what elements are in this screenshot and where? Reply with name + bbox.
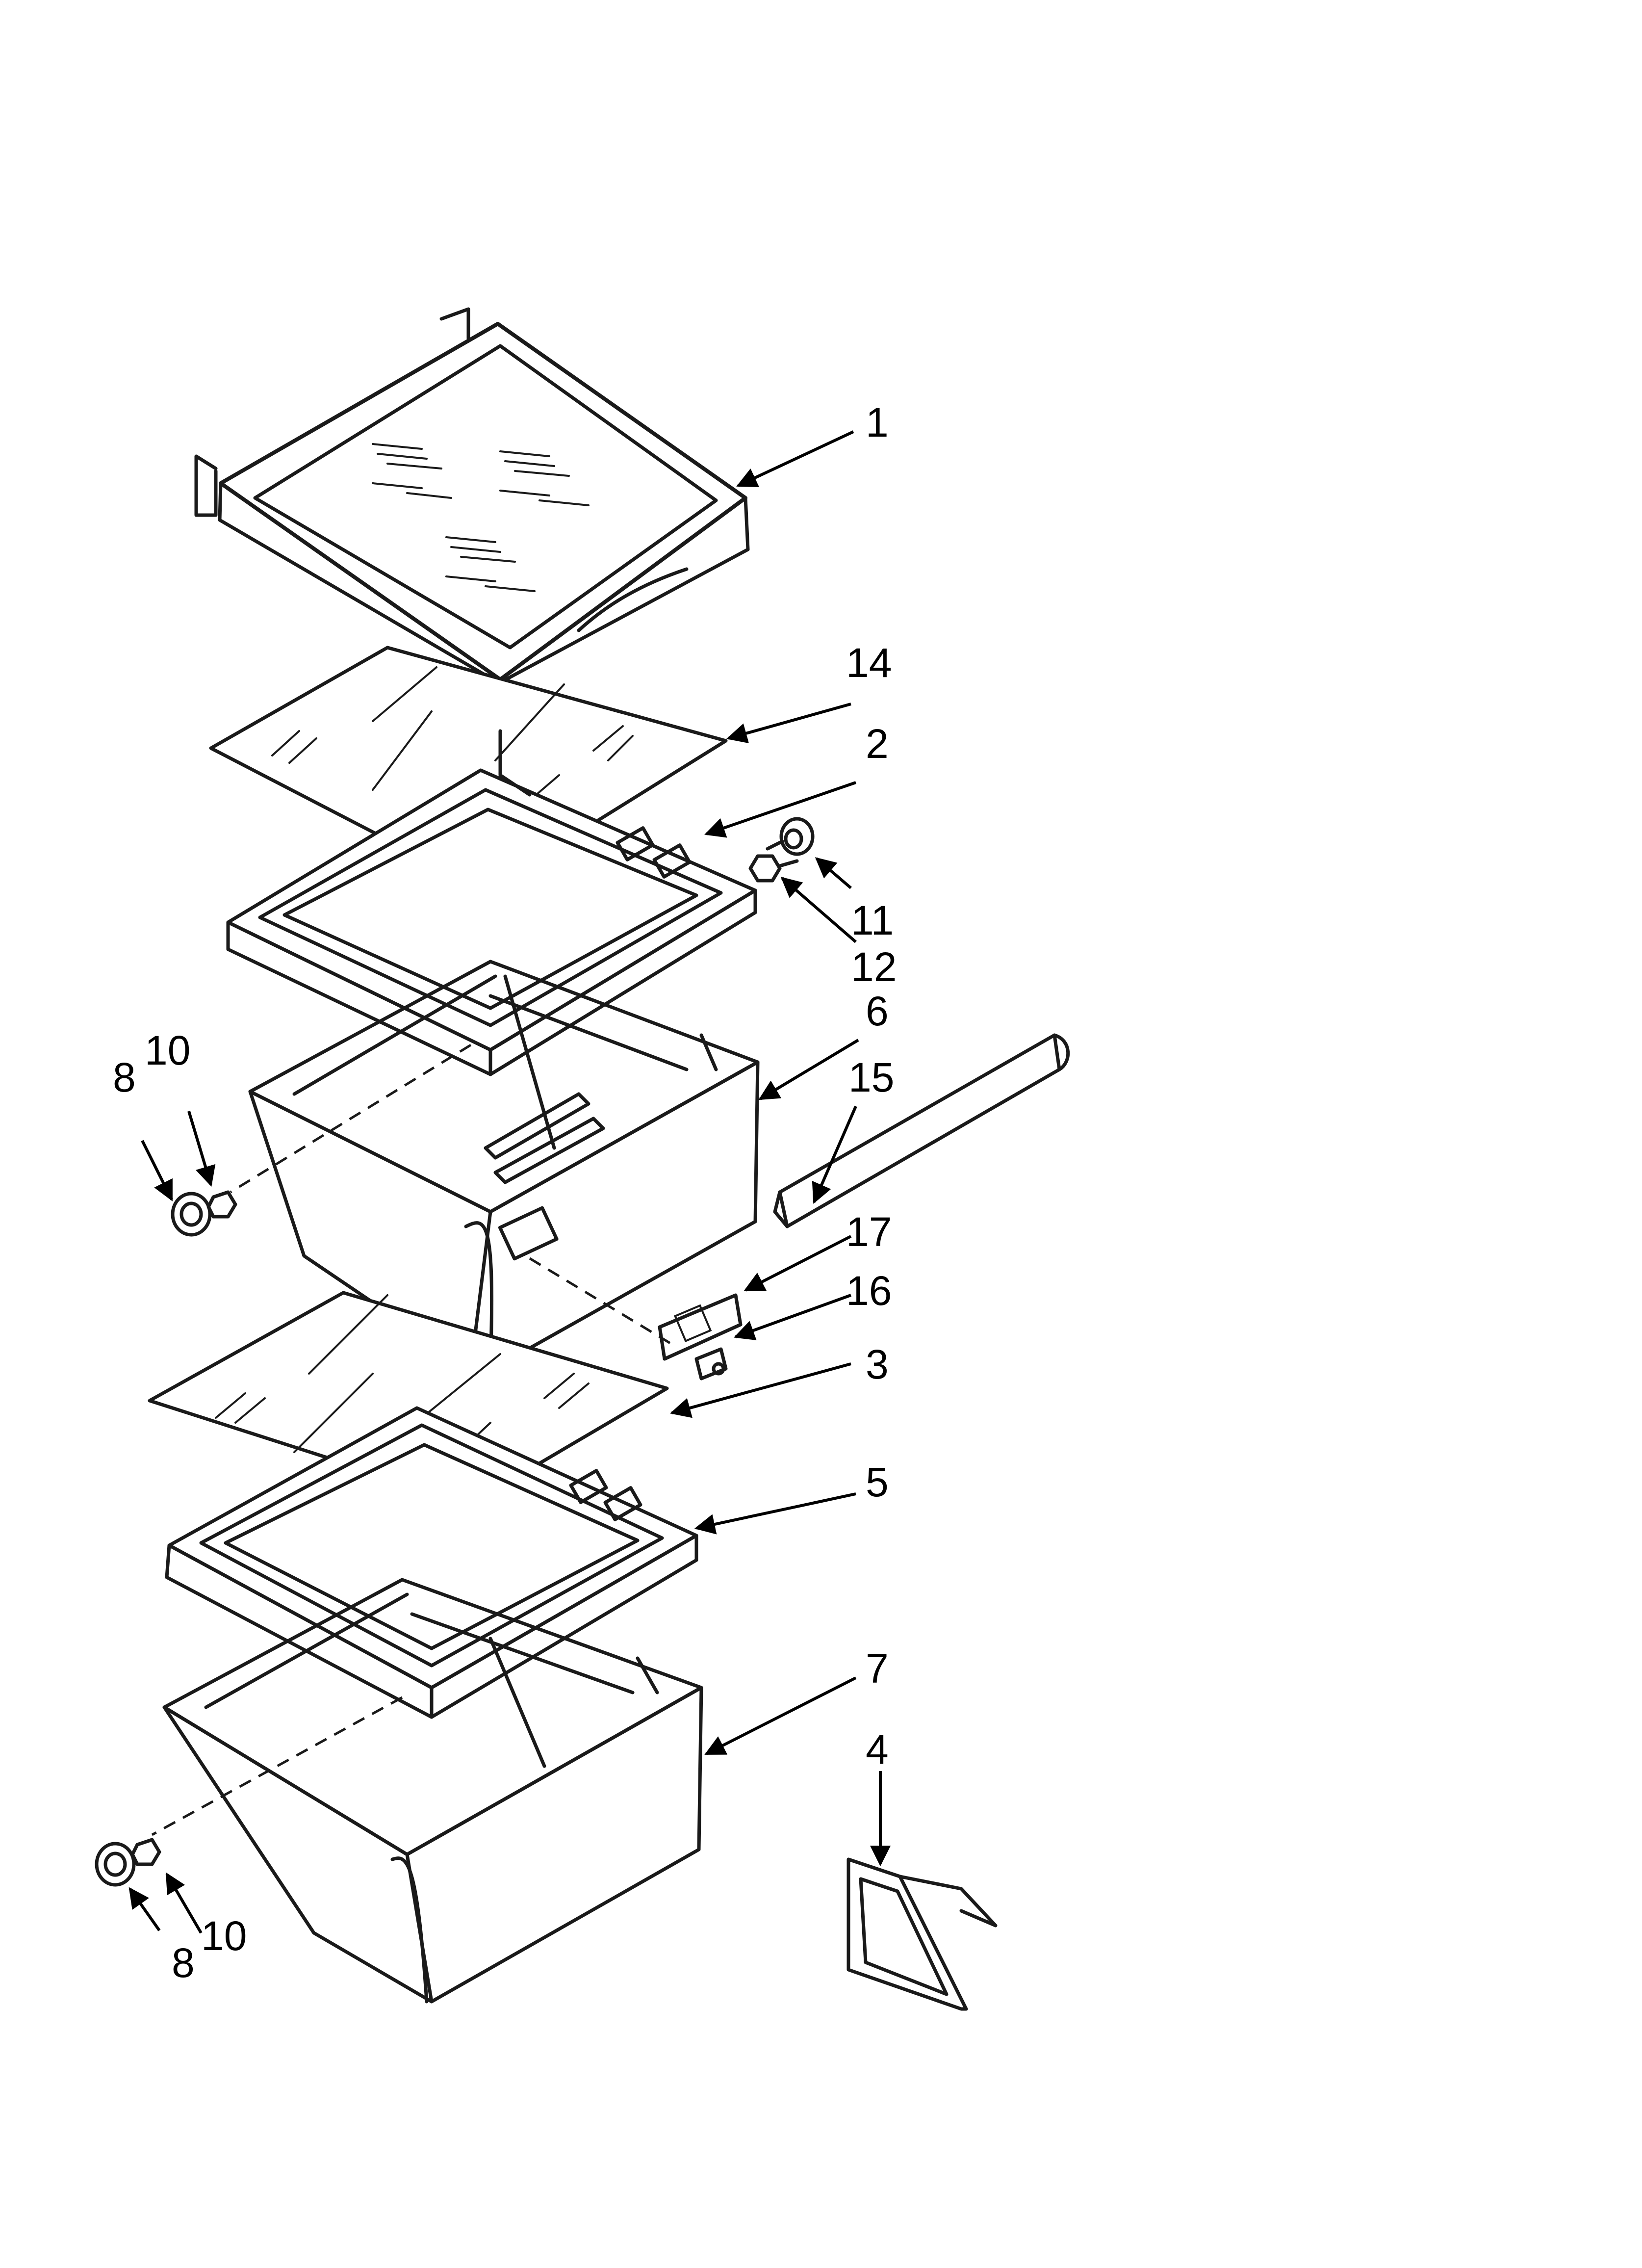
callout-8-lower: 8: [172, 1940, 195, 1986]
callout-labels: 1 14 2 11 12 10 8 6 15 17 16 3 5 7 4 10 …: [113, 399, 897, 1986]
callout-14: 14: [846, 640, 892, 686]
callout-5: 5: [866, 1459, 889, 1505]
callout-1: 1: [866, 399, 889, 445]
part-1-shelf-frame: [194, 307, 750, 686]
callout-3: 3: [866, 1341, 889, 1387]
part-17-humidity-control-slide: [658, 1293, 743, 1361]
callout-2: 2: [866, 721, 889, 767]
part-5-crisper-cover-frame: [165, 1406, 698, 1719]
callout-6: 6: [866, 988, 889, 1034]
callout-11: 11: [851, 897, 894, 943]
callout-17: 17: [846, 1209, 892, 1255]
part-7-lower-crisper-drawer: [162, 1578, 703, 2004]
part-2-crisper-cover-frame: [226, 729, 757, 1076]
guide-lines: [151, 1043, 673, 1836]
part-4-bracket: [847, 1857, 998, 2011]
part-16-humidity-control-knob: [694, 1347, 728, 1381]
part-12-roller-axle: [748, 854, 799, 883]
part-8-roller-lower: [95, 1842, 136, 1887]
callout-15: 15: [848, 1054, 894, 1100]
callout-4: 4: [866, 1726, 889, 1773]
part-15-drawer-rail: [773, 1033, 1070, 1228]
part-8-roller-upper: [171, 1192, 212, 1237]
part-10-bushing-upper: [206, 1190, 237, 1219]
part-10-bushing-lower: [130, 1838, 161, 1866]
callout-7: 7: [866, 1645, 889, 1692]
callout-16: 16: [846, 1268, 892, 1314]
leader-lines: [128, 430, 891, 1934]
callout-8-upper: 8: [113, 1054, 136, 1100]
callout-10-upper: 10: [145, 1027, 190, 1073]
callout-12: 12: [851, 944, 897, 990]
part-11-roller: [766, 817, 815, 856]
callout-10-lower: 10: [201, 1913, 247, 1959]
